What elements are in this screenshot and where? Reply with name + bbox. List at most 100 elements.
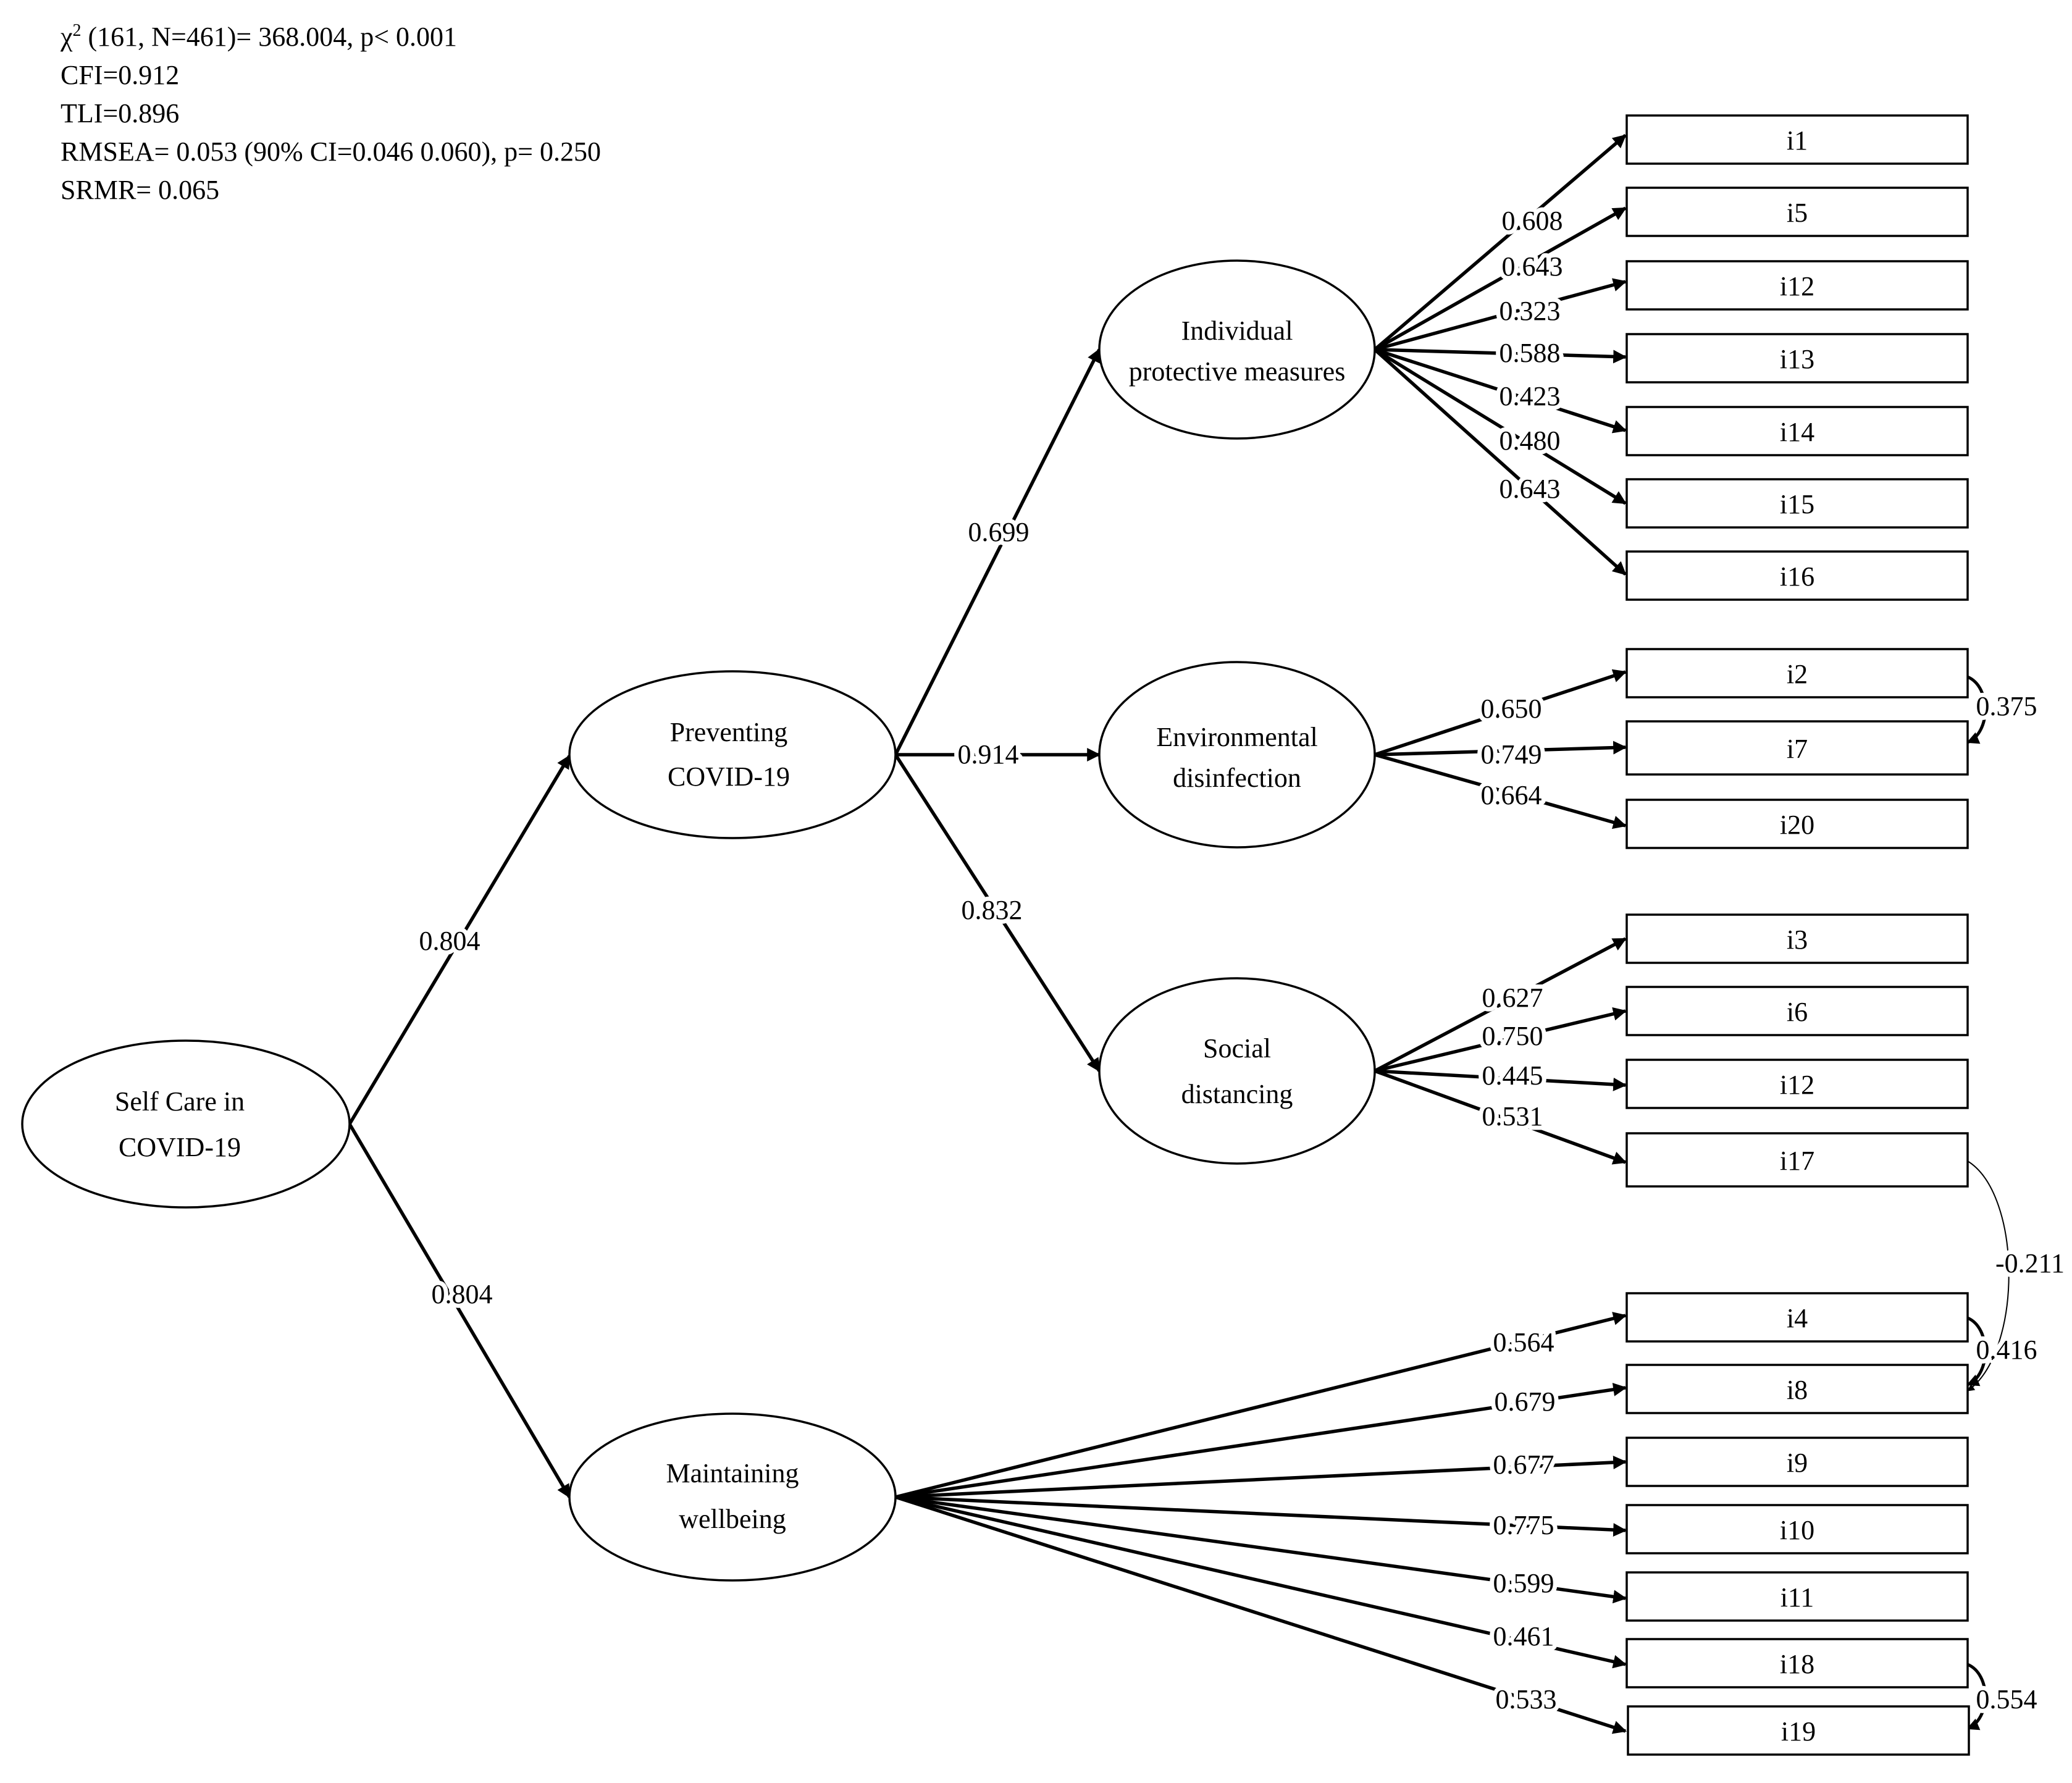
item-box-i10: i10 [1625, 1504, 1969, 1554]
item-box-i12-social: i12 [1625, 1059, 1969, 1109]
loading-label: 0.643 [1499, 474, 1561, 504]
loading-maintaining-i11 [895, 1495, 1627, 1604]
item-box-i6: i6 [1625, 986, 1969, 1036]
item-box-i15: i15 [1625, 478, 1969, 529]
svg-text:i20: i20 [1780, 810, 1814, 840]
loading-label: 0.531 [1482, 1101, 1543, 1131]
social-loadings [1374, 937, 1627, 1165]
structural-coefficients: 0.804 0.804 0.699 0.914 0.832 [415, 513, 1034, 1314]
loading-maintaining-i4 [895, 1312, 1627, 1499]
cfi-line: CFI=0.912 [61, 60, 179, 90]
loading-individual-i14 [1374, 348, 1627, 434]
item-box-i2: i2 [1625, 648, 1969, 699]
loading-coefficients: 0.608 0.643 0.323 0.588 0.423 0.480 0.64… [1477, 201, 1567, 1719]
item-box-i12: i12 [1625, 260, 1969, 311]
covariance-i18-i19 [1955, 1654, 1987, 1731]
svg-text:disinfection: disinfection [1173, 763, 1301, 793]
svg-text:i12: i12 [1780, 1070, 1814, 1100]
item-box-i17: i17 [1625, 1132, 1969, 1188]
environmental-loadings [1374, 669, 1627, 829]
coef-preventing-environmental: 0.914 [958, 739, 1019, 770]
covariance-i2-i7 [1955, 666, 1987, 744]
svg-text:i7: i7 [1787, 734, 1808, 764]
covariance-label-i17-i8: -0.211 [1995, 1248, 2065, 1278]
item-box-i20: i20 [1625, 799, 1969, 849]
maintaining-loadings [895, 1312, 1627, 1734]
item-box-i18: i18 [1625, 1638, 1969, 1689]
item-box-i13: i13 [1625, 333, 1969, 384]
loading-maintaining-i19 [895, 1495, 1627, 1734]
covariance-label-i4-i8: 0.416 [1976, 1335, 2037, 1365]
item-box-i9: i9 [1625, 1437, 1969, 1487]
path-selfcare-maintaining [348, 1123, 571, 1498]
svg-text:i17: i17 [1780, 1146, 1814, 1176]
svg-text:i1: i1 [1787, 125, 1808, 156]
svg-text:Social: Social [1203, 1033, 1271, 1064]
loading-environmental-i7 [1374, 740, 1627, 757]
item-box-i8: i8 [1625, 1364, 1969, 1414]
tli-line: TLI=0.896 [61, 98, 179, 128]
svg-text:i8: i8 [1787, 1375, 1808, 1405]
loading-maintaining-i8 [895, 1383, 1627, 1499]
observed-items: i1 i5 i12 i13 i14 i15 i16 i2 i7 i20 i3 i… [1625, 114, 1970, 1756]
svg-text:i3: i3 [1787, 925, 1808, 955]
loading-label: 0.445 [1482, 1060, 1543, 1091]
loading-label: 0.679 [1495, 1387, 1556, 1417]
svg-text:i11: i11 [1780, 1582, 1814, 1613]
path-preventing-individual [894, 348, 1101, 756]
error-covariances [1955, 666, 2010, 1731]
latent-self-care: Self Care in COVID-19 [21, 1039, 351, 1209]
covariance-coefficients: 0.375 -0.211 0.416 0.554 [1972, 687, 2070, 1719]
loading-environmental-i20 [1374, 753, 1627, 829]
loading-maintaining-i10 [895, 1495, 1627, 1537]
covariance-label-i2-i7: 0.375 [1976, 691, 2037, 721]
svg-text:i6: i6 [1787, 997, 1808, 1027]
svg-text:i12: i12 [1780, 271, 1814, 301]
svg-text:Preventing: Preventing [670, 717, 788, 747]
svg-text:Individual: Individual [1181, 316, 1293, 346]
loading-label: 0.533 [1496, 1684, 1557, 1714]
loading-label: 0.775 [1493, 1510, 1554, 1540]
item-box-i16: i16 [1625, 550, 1969, 601]
structural-paths [348, 348, 1101, 1498]
loading-label: 0.599 [1493, 1568, 1554, 1598]
svg-text:i5: i5 [1787, 198, 1808, 228]
rmsea-line: RMSEA= 0.053 (90% CI=0.046 0.060), p= 0.… [61, 136, 601, 167]
svg-text:i16: i16 [1780, 561, 1814, 592]
fit-statistics: χ2 (161, N=461)= 368.004, p< 0.001 CFI=0… [60, 21, 601, 205]
latent-preventing-covid: Preventing COVID-19 [568, 670, 897, 839]
loading-label: 0.664 [1481, 780, 1542, 810]
svg-text:i2: i2 [1787, 659, 1808, 689]
loading-individual-i15 [1374, 348, 1627, 505]
svg-text:Maintaining: Maintaining [666, 1458, 799, 1488]
loading-label: 0.650 [1481, 694, 1542, 724]
loading-individual-i5 [1374, 206, 1627, 351]
covariance-i17-i8 [1960, 1154, 2010, 1391]
svg-text:Environmental: Environmental [1156, 722, 1318, 752]
svg-text:COVID-19: COVID-19 [668, 761, 790, 792]
path-selfcare-preventing [348, 755, 571, 1125]
loading-environmental-i2 [1374, 669, 1627, 757]
svg-text:i15: i15 [1780, 489, 1814, 519]
loading-maintaining-i9 [895, 1455, 1627, 1499]
loading-social-i17 [1374, 1069, 1627, 1165]
loading-label: 0.323 [1499, 296, 1561, 326]
svg-text:distancing: distancing [1181, 1079, 1293, 1109]
svg-text:i9: i9 [1787, 1448, 1808, 1478]
svg-text:i13: i13 [1780, 344, 1814, 374]
item-box-i14: i14 [1625, 406, 1969, 456]
coef-selfcare-maintaining: 0.804 [432, 1279, 493, 1309]
path-preventing-social [894, 753, 1101, 1072]
loading-social-i3 [1374, 937, 1627, 1073]
item-box-i11: i11 [1625, 1571, 1969, 1622]
loading-label: 0.677 [1493, 1449, 1554, 1480]
svg-text:i10: i10 [1780, 1515, 1814, 1545]
loading-label: 0.627 [1482, 983, 1543, 1013]
latent-variables: Self Care in COVID-19 Preventing COVID-1… [21, 259, 1376, 1582]
latent-individual-protective: Individual protective measures [1098, 259, 1376, 440]
latent-maintaining-wellbeing: Maintaining wellbeing [568, 1412, 897, 1582]
svg-text:wellbeing: wellbeing [679, 1504, 786, 1534]
loading-label: 0.461 [1493, 1621, 1554, 1651]
item-box-i5: i5 [1625, 187, 1969, 237]
